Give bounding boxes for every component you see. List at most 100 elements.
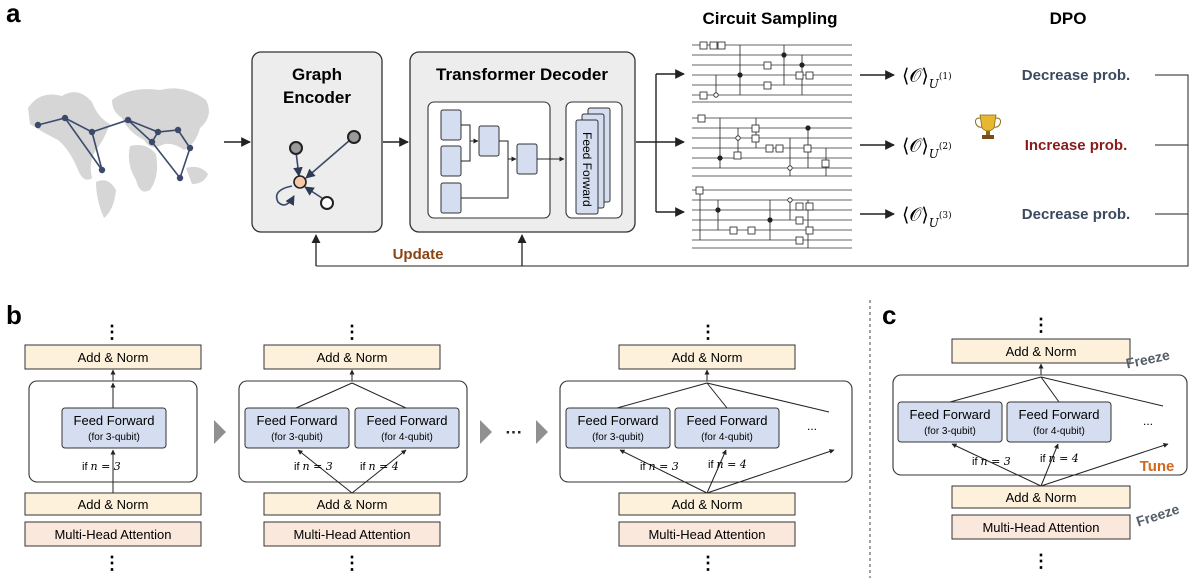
- add-norm-bottom-label: Add & Norm: [672, 497, 743, 512]
- add-norm-top: [24, 344, 202, 370]
- add-norm-bottom: [263, 492, 441, 516]
- ff-label: Feed Forward: [578, 413, 659, 428]
- block-3: ⋮ Add & Norm Feed Forward (for 3-qubit) …: [559, 322, 853, 573]
- world-map-icon: [28, 88, 209, 218]
- continuation-dots: ···: [506, 423, 523, 442]
- trophy-icon: [975, 114, 1001, 139]
- add-norm-bottom-label: Add & Norm: [1006, 490, 1077, 505]
- step-arrow-icon: [536, 420, 548, 444]
- mha-box: [24, 521, 202, 547]
- ff-box-3: [565, 407, 671, 449]
- freeze-label-top: Freeze: [1124, 347, 1171, 372]
- add-norm-bottom: [618, 492, 796, 516]
- ff-sub-label: (for 3-qubit): [271, 432, 323, 443]
- update-feedback-lines: [311, 74, 1189, 267]
- ff-box-4: [1006, 401, 1112, 443]
- tune-label: Tune: [1140, 458, 1175, 475]
- vdots: ⋮: [699, 553, 717, 573]
- sampling-arrows: [636, 69, 685, 217]
- vdots: ⋮: [343, 553, 361, 573]
- circuit-sampling-title: Circuit Sampling: [702, 9, 837, 28]
- dpo-label-2: Increase prob.: [1025, 137, 1128, 154]
- ff-box: [61, 407, 167, 449]
- graph-encoder-title-2: Encoder: [283, 88, 351, 107]
- ff-box-4: [674, 407, 780, 449]
- block-c: ⋮ Add & Norm Freeze Feed Forward (for 3-…: [892, 315, 1188, 571]
- decoder-blocks: [440, 109, 565, 214]
- vdots: ⋮: [343, 322, 361, 342]
- expectation-2: ⟨𝒪⟩U(2): [902, 135, 952, 161]
- circuit-1: [692, 41, 852, 103]
- ff-sub-label: (for 4-qubit): [1033, 426, 1085, 437]
- vdots: ⋮: [103, 553, 121, 573]
- circuit-3: [692, 186, 852, 249]
- graph-encoder-box: [251, 51, 383, 233]
- step-arrow-icon: [214, 420, 226, 444]
- add-norm-top-label: Add & Norm: [1006, 344, 1077, 359]
- add-norm-bottom-label: Add & Norm: [78, 497, 149, 512]
- add-norm-top: [951, 338, 1131, 364]
- ff-container: [238, 380, 468, 483]
- dpo-label-1: Decrease prob.: [1022, 67, 1130, 84]
- add-norm-bottom: [951, 485, 1131, 509]
- ff-box-4: [354, 407, 460, 449]
- add-norm-top-label: Add & Norm: [78, 350, 149, 365]
- add-norm-top-label: Add & Norm: [672, 350, 743, 365]
- freeze-label-bottom: Freeze: [1134, 501, 1181, 530]
- ff-label: Feed Forward: [257, 413, 338, 428]
- mha-label: Multi-Head Attention: [648, 527, 765, 542]
- ff-box-3: [897, 401, 1003, 443]
- update-label: Update: [393, 246, 444, 263]
- expectation-1: ⟨𝒪⟩U(1): [902, 65, 952, 91]
- mha-box: [951, 514, 1131, 540]
- mha-label: Multi-Head Attention: [293, 527, 410, 542]
- circuit-2: [692, 114, 852, 177]
- ff-sub-label: (for 3-qubit): [88, 432, 140, 443]
- block-1: ⋮ Add & Norm Feed Forward (for 3-qubit) …: [24, 322, 202, 573]
- add-norm-bottom-label: Add & Norm: [317, 497, 388, 512]
- ff-label: Feed Forward: [367, 413, 448, 428]
- vdots: ⋮: [1032, 551, 1050, 571]
- panel-label-c: c: [882, 300, 896, 330]
- add-norm-bottom: [24, 492, 202, 516]
- step-arrow-icon: [480, 420, 492, 444]
- expectation-3: ⟨𝒪⟩U(3): [902, 204, 952, 230]
- ff-stack-front: [575, 119, 599, 215]
- add-norm-top: [263, 344, 441, 370]
- ff-label: Feed Forward: [74, 413, 155, 428]
- add-norm-top-label: Add & Norm: [317, 350, 388, 365]
- ff-sub-label: (for 3-qubit): [592, 432, 644, 443]
- vdots: ⋮: [699, 322, 717, 342]
- ff-label: Feed Forward: [1019, 407, 1100, 422]
- panel-label-b: b: [6, 300, 22, 330]
- ff-label: Feed Forward: [910, 407, 991, 422]
- ff-sub-label: (for 4-qubit): [381, 432, 433, 443]
- transformer-decoder-title: Transformer Decoder: [436, 65, 608, 84]
- dpo-title: DPO: [1050, 9, 1087, 28]
- more-ff-ellipsis: ...: [807, 419, 817, 433]
- ff-sub-label: (for 4-qubit): [701, 432, 753, 443]
- more-ff-ellipsis: ...: [1143, 414, 1153, 428]
- decoder-ff-label: Feed Forward: [580, 132, 594, 207]
- mha-label: Multi-Head Attention: [54, 527, 171, 542]
- mha-box: [263, 521, 441, 547]
- ff-sub-label: (for 3-qubit): [924, 426, 976, 437]
- mha-box: [618, 521, 796, 547]
- vdots: ⋮: [103, 322, 121, 342]
- ff-box-3: [244, 407, 350, 449]
- dpo-label-3: Decrease prob.: [1022, 206, 1130, 223]
- panel-label-a: a: [6, 0, 21, 28]
- mha-label: Multi-Head Attention: [982, 520, 1099, 535]
- graph-nodes-icon: [275, 130, 361, 210]
- vdots: ⋮: [1032, 315, 1050, 335]
- graph-encoder-title-1: Graph: [292, 65, 342, 84]
- block-2: ⋮ Add & Norm Feed Forward (for 3-qubit) …: [238, 322, 468, 573]
